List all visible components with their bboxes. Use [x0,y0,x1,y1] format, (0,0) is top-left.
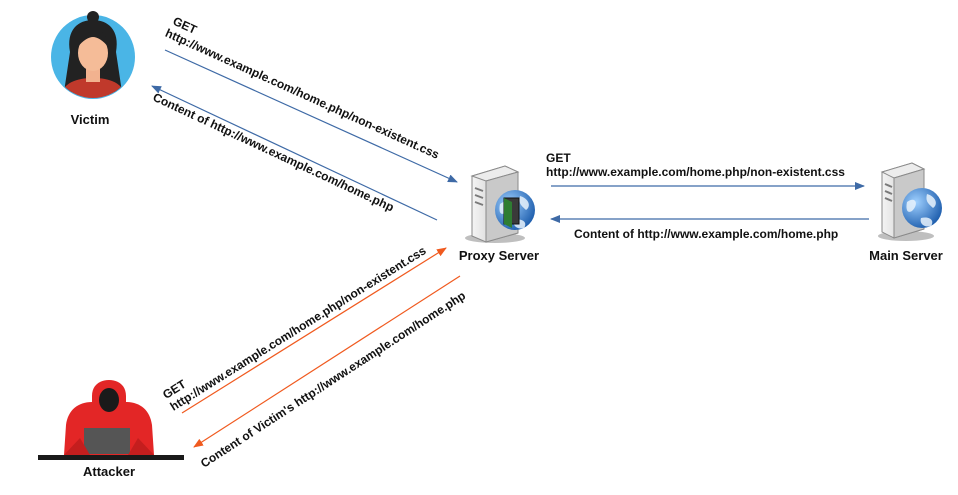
server-with-door-icon [465,165,535,243]
main-server-label: Main Server [869,248,943,263]
victim-avatar-icon [51,11,135,99]
attacker-response-arrow [193,275,461,448]
attacker-request-url: http://www.example.com/home.php/non-exis… [168,243,429,413]
main-server-node: Main Server [869,162,943,263]
attacker-request-arrow [181,247,447,414]
victim-response-arrow [151,85,438,221]
hooded-hacker-icon [38,380,184,460]
proxy-request-url: http://www.example.com/home.php/non-exis… [546,165,845,179]
victim-request-url: http://www.example.com/home.php/non-exis… [163,26,442,162]
proxy-server-label: Proxy Server [459,248,539,263]
victim-request-label: GET http://www.example.com/home.php/non-… [163,14,442,162]
attacker-node: Attacker [38,380,184,479]
proxy-request-method: GET [546,151,571,165]
server-globe-icon [878,162,942,241]
victim-node: Victim [51,11,135,127]
victim-label: Victim [71,112,110,127]
proxy-server-node: Proxy Server [459,165,539,263]
attacker-label: Attacker [83,464,135,479]
victim-request-arrow [164,49,458,183]
victim-response-label: Content of http://www.example.com/home.p… [151,90,396,214]
main-response-label: Content of http://www.example.com/home.p… [574,227,838,241]
attacker-response-label: Content of Victim's http://www.example.c… [198,288,468,470]
